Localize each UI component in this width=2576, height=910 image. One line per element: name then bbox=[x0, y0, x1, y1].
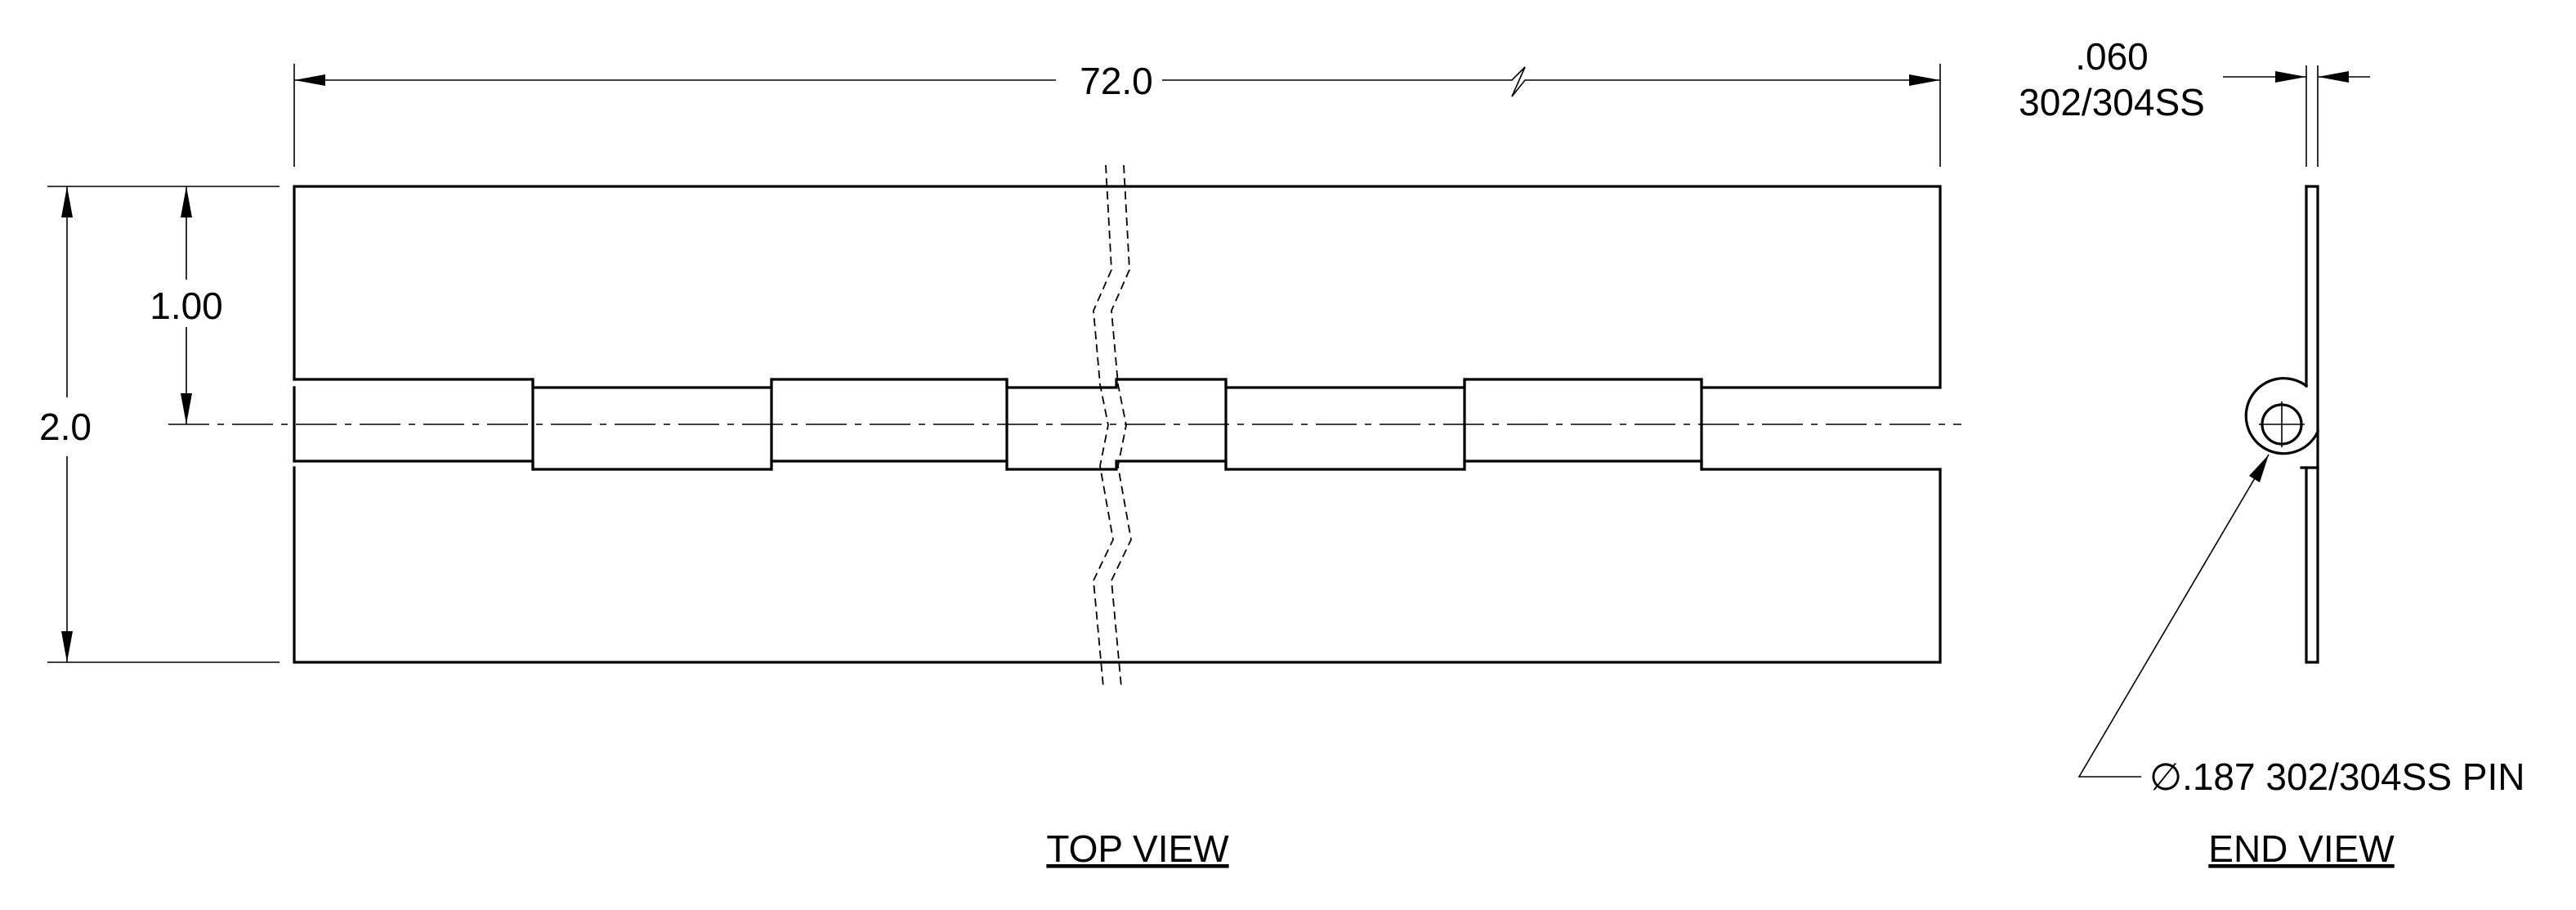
length-dimension: 72.0 bbox=[293, 60, 1941, 167]
thickness-material-label: 302/304SS bbox=[2019, 81, 2205, 123]
break-lines bbox=[1093, 164, 1132, 688]
half-width-dimension: 1.00 bbox=[150, 186, 223, 424]
upper-leaf-outline bbox=[293, 185, 1942, 388]
end-view-title: END VIEW bbox=[2208, 827, 2395, 870]
pin-leader: ∅.187 302/304SS PIN bbox=[2077, 454, 2525, 798]
end-view-leaf bbox=[2305, 185, 2319, 664]
thickness-label: .060 bbox=[2075, 35, 2149, 78]
pin-note: ∅.187 302/304SS PIN bbox=[2149, 755, 2525, 798]
end-view-knuckle bbox=[2244, 377, 2320, 455]
top-view bbox=[168, 164, 1961, 688]
width-label: 2.0 bbox=[39, 406, 92, 448]
half-width-label: 1.00 bbox=[150, 285, 223, 327]
end-view bbox=[2244, 185, 2320, 664]
length-label: 72.0 bbox=[1080, 60, 1153, 102]
knuckle-upper-edge bbox=[293, 378, 1942, 389]
lower-leaf-outline bbox=[293, 466, 1942, 664]
thickness-dimension: .060 302/304SS bbox=[2019, 35, 2370, 167]
width-dimension: 2.0 bbox=[39, 186, 280, 663]
top-view-title: TOP VIEW bbox=[1046, 827, 1229, 870]
knuckle-lower-edge bbox=[293, 459, 1942, 471]
